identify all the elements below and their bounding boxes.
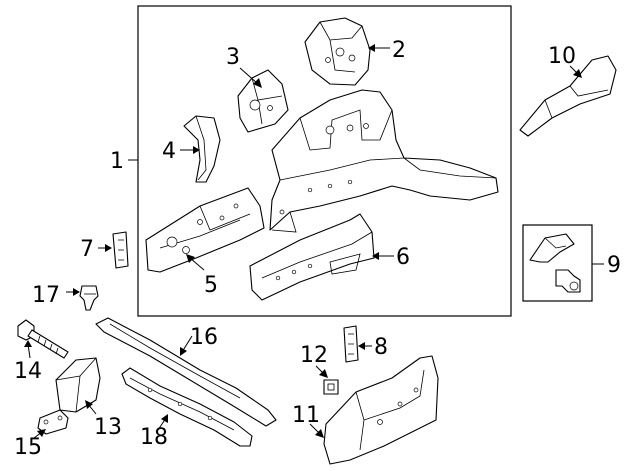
callout-14: 14 <box>14 359 42 384</box>
assembly-frame <box>137 5 512 317</box>
callout-10: 10 <box>548 44 576 69</box>
callout-7: 7 <box>80 237 94 262</box>
part-14-bolt <box>17 319 69 359</box>
part-5-rail <box>145 187 265 273</box>
callout-15: 15 <box>14 435 42 460</box>
callout-1: 1 <box>110 149 124 174</box>
part-10-extension <box>519 55 617 137</box>
part-6-rail <box>249 213 375 301</box>
part-2-bracket <box>304 17 371 86</box>
part-11-panel <box>323 355 439 465</box>
part-18-bar <box>121 367 253 447</box>
callout-16: 16 <box>190 325 218 350</box>
kit-frame <box>522 224 593 302</box>
callout-18: 18 <box>140 425 168 450</box>
part-13-block <box>55 357 101 413</box>
callout-17: 17 <box>32 283 60 308</box>
callout-11: 11 <box>292 403 320 428</box>
callout-2: 2 <box>392 38 406 63</box>
part-3-bracket <box>237 69 289 133</box>
callout-5: 5 <box>204 273 218 298</box>
part-7-spacer <box>112 231 129 269</box>
callout-4: 4 <box>162 139 176 164</box>
part-9-clip <box>529 233 581 293</box>
callout-9: 9 <box>607 253 621 278</box>
part-12-nut <box>323 379 339 395</box>
part-4-plate <box>183 115 221 183</box>
callout-3: 3 <box>226 45 240 70</box>
apron-assembly <box>269 89 499 233</box>
callout-12: 12 <box>300 343 328 368</box>
part-8-spacer <box>343 325 359 363</box>
callout-13: 13 <box>94 415 122 440</box>
part-17-bolt <box>79 285 99 311</box>
leader-lines <box>24 44 604 439</box>
callout-8: 8 <box>374 335 388 360</box>
part-16-rod <box>95 317 277 427</box>
part-15-plate <box>37 409 69 435</box>
callout-6: 6 <box>396 245 410 270</box>
